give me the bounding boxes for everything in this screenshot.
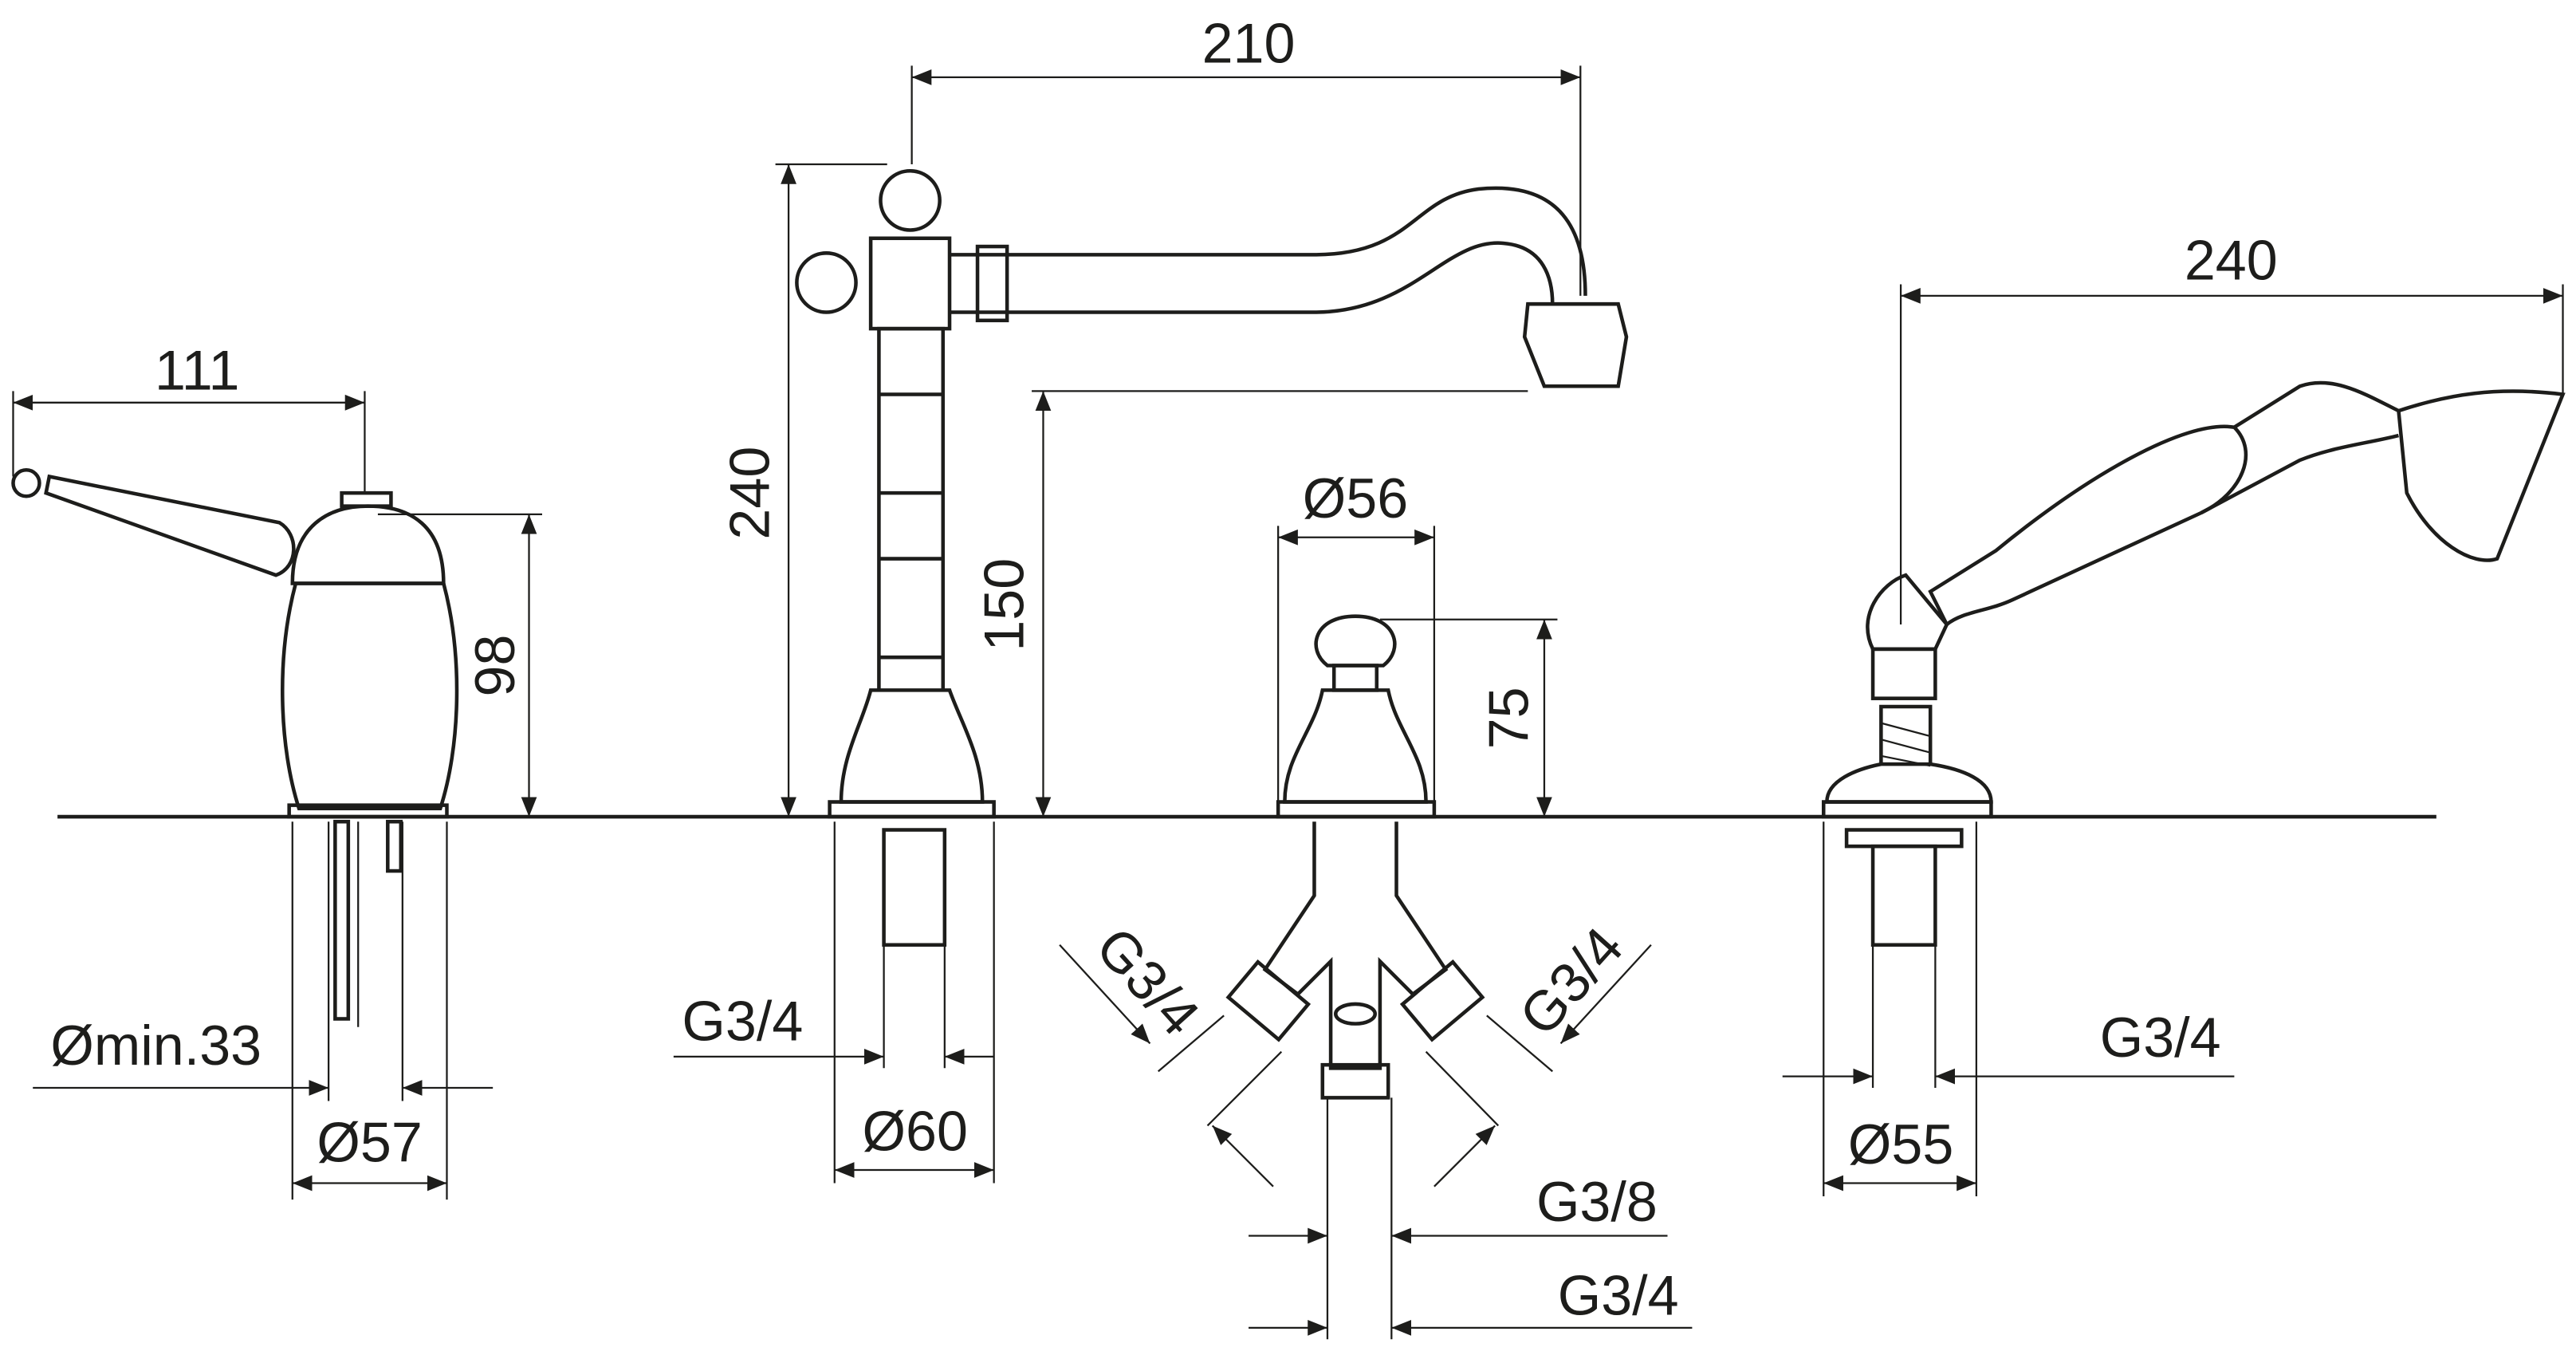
dim-lever-width-label: 111 (155, 339, 239, 401)
dim-shower-connection-label: G3/4 (2100, 1006, 2221, 1069)
dim-diverter-bottom-label: G3/4 (1558, 1264, 1679, 1326)
dim-lever-base-label: Ø57 (317, 1112, 422, 1174)
dim-spout-outlet-label: 150 (973, 558, 1036, 652)
dim-spout-height: 240 (718, 163, 887, 817)
hand-shower-drawing (1821, 380, 2566, 947)
dim-lever-hole: Ømin.33 Ø57 (33, 821, 494, 1200)
spout-drawing (795, 169, 1629, 947)
dim-shower-base: G3/4 Ø55 (1782, 821, 2235, 1197)
dim-diverter-right-label: G3/4 (1508, 916, 1635, 1047)
dim-shower-length: 240 (1899, 229, 2564, 624)
dim-diverter-height: 75 (1379, 618, 1558, 817)
dim-diverter-top: Ø56 (1277, 467, 1436, 806)
dim-diverter-connections: G3/4 G3/4 G3/8 G3/4 (1059, 916, 1693, 1340)
dim-diverter-left-label: G3/4 (1084, 916, 1212, 1047)
dim-spout-height-label: 240 (718, 447, 781, 540)
dim-spout-outlet: 150 (973, 390, 1528, 817)
dim-spout-connection-label: G3/4 (682, 990, 803, 1052)
dim-spout-base-label: Ø60 (863, 1100, 968, 1162)
dim-diverter-height-label: 75 (1477, 687, 1540, 749)
dim-diverter-small-label: G3/8 (1536, 1171, 1658, 1233)
dim-lever-height: 98 (377, 513, 542, 817)
dim-lever-width: 111 (12, 339, 366, 494)
dim-shower-base-label: Ø55 (1848, 1113, 1953, 1176)
dim-shower-length-label: 240 (2185, 229, 2278, 291)
lever-mixer-drawing (11, 468, 459, 1027)
dim-spout-base: G3/4 Ø60 (673, 821, 995, 1184)
dim-spout-reach-label: 210 (1202, 12, 1296, 74)
dim-lever-height-label: 98 (464, 635, 526, 697)
dim-diverter-top-label: Ø56 (1303, 467, 1408, 530)
dim-lever-hole-label: Ømin.33 (50, 1014, 262, 1077)
diverter-drawing (1225, 614, 1485, 1100)
dim-spout-reach: 210 (910, 12, 1582, 296)
